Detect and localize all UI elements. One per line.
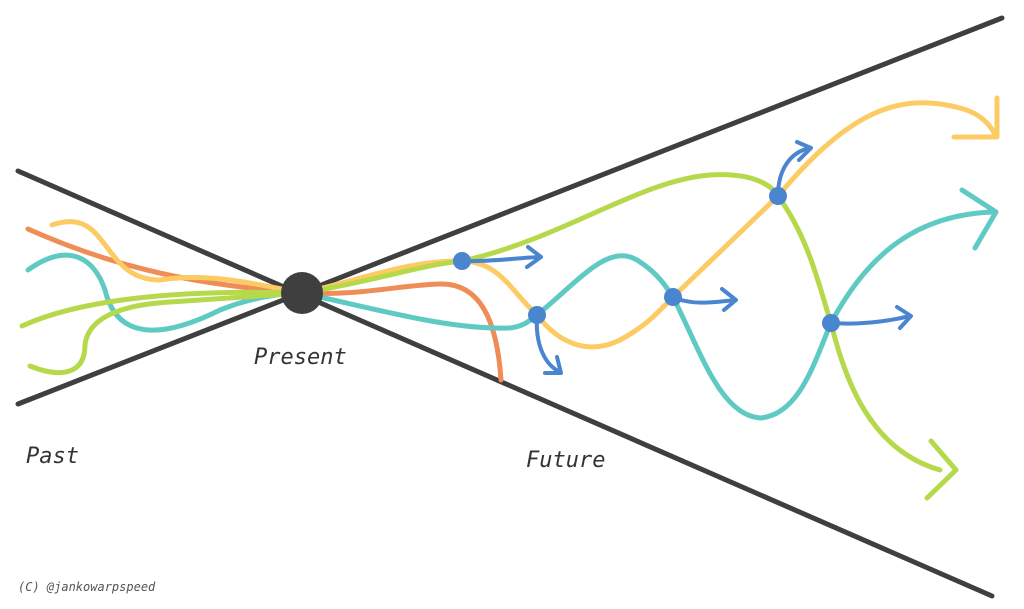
past-path-green-upper (19, 289, 305, 329)
cone-line-past-bottom-to-future-top (15, 15, 1005, 407)
future-path-green (299, 172, 943, 473)
present-label: Present (254, 345, 347, 370)
future-path-teal (299, 209, 995, 421)
branch-point-1 (453, 252, 471, 270)
branch-arrow-3-head (720, 287, 738, 312)
future-path-yellow (299, 100, 999, 350)
credit-label: (C) @jankowarpspeed (18, 580, 156, 594)
branch-arrow-5 (829, 314, 912, 326)
branch-arrow-2 (534, 313, 562, 374)
future-label: Future (526, 448, 606, 473)
branch-point-3 (664, 288, 682, 306)
past-path-yellow (49, 219, 305, 296)
past-path-orange (25, 226, 305, 296)
future-path-orange (299, 281, 504, 383)
branch-arrow-2-head (543, 355, 563, 375)
branch-arrow-1-head (525, 245, 543, 269)
branch-arrow-3 (671, 295, 737, 305)
future-path-yellow-arrowhead (951, 95, 1000, 140)
branch-point-2 (528, 306, 546, 324)
past-path-green-lower (27, 290, 305, 375)
branch-point-4 (769, 187, 787, 205)
future-path-teal-arrowhead (959, 187, 999, 251)
branch-arrow-4-head (795, 140, 813, 162)
branch-points (453, 187, 840, 332)
cone-line-past-top-to-future-bottom (15, 168, 995, 599)
present-point (281, 272, 323, 314)
branch-arrow-5-head (895, 305, 913, 330)
future-path-green-arrowhead (924, 438, 959, 501)
past-label: Past (26, 444, 79, 469)
branch-point-5 (822, 314, 840, 332)
